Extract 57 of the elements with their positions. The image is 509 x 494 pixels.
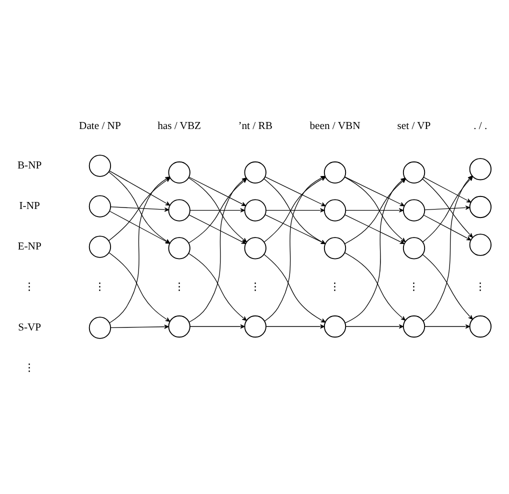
label: B-NP bbox=[16, 160, 42, 171]
arrow bbox=[265, 208, 324, 212]
node-circle bbox=[88, 154, 111, 176]
label: ⋮ bbox=[173, 281, 184, 292]
label: ’nt / RB bbox=[238, 120, 272, 132]
arrow bbox=[345, 324, 404, 328]
arrow bbox=[110, 206, 169, 212]
arrow bbox=[424, 324, 470, 328]
node-circle bbox=[168, 198, 190, 221]
label: I-NP bbox=[18, 200, 40, 212]
node-circle bbox=[168, 160, 190, 184]
node-circle bbox=[323, 160, 346, 184]
node-circle bbox=[323, 314, 346, 338]
node-circle bbox=[244, 198, 266, 221]
label: been / VBN bbox=[309, 120, 360, 132]
arrow bbox=[263, 254, 326, 322]
node-circle bbox=[402, 160, 425, 184]
label: ⋮ bbox=[474, 281, 486, 292]
node-circle bbox=[244, 160, 266, 184]
arrow bbox=[265, 324, 324, 328]
label: . / . bbox=[473, 120, 487, 132]
node-circle bbox=[323, 236, 346, 259]
label: ⋮ bbox=[408, 281, 420, 292]
label: S-VP bbox=[18, 322, 41, 333]
node-circle bbox=[244, 314, 266, 338]
arrow bbox=[189, 208, 244, 212]
node-circle bbox=[323, 198, 346, 221]
arrow bbox=[110, 324, 168, 328]
arrow bbox=[422, 254, 472, 320]
arrow bbox=[189, 324, 244, 328]
label: ⋮ bbox=[94, 281, 105, 292]
arrow bbox=[108, 252, 170, 322]
node-circle bbox=[168, 236, 190, 259]
node-circle bbox=[402, 236, 425, 259]
arrow bbox=[345, 208, 404, 212]
node-circle bbox=[88, 194, 111, 217]
label: ⋮ bbox=[24, 281, 35, 292]
node-circle bbox=[168, 314, 190, 338]
label: set / VP bbox=[396, 120, 430, 132]
node-circle bbox=[402, 314, 425, 338]
label: ⋮ bbox=[249, 281, 260, 292]
node-circle bbox=[468, 195, 491, 218]
arrow bbox=[344, 252, 406, 320]
arrow bbox=[424, 205, 470, 210]
label: Date / NP bbox=[78, 120, 120, 132]
arrow bbox=[344, 214, 404, 244]
label: ⋮ bbox=[329, 281, 340, 292]
arrow bbox=[422, 176, 471, 202]
label: ⋮ bbox=[24, 362, 35, 374]
label: has / VBZ bbox=[157, 120, 201, 132]
node-circle bbox=[402, 198, 425, 221]
arrow bbox=[188, 252, 246, 320]
node-circle bbox=[88, 235, 111, 258]
arrow bbox=[422, 214, 471, 240]
node-circle bbox=[244, 236, 266, 259]
label: E-NP bbox=[17, 240, 41, 252]
node-circle bbox=[88, 316, 111, 338]
